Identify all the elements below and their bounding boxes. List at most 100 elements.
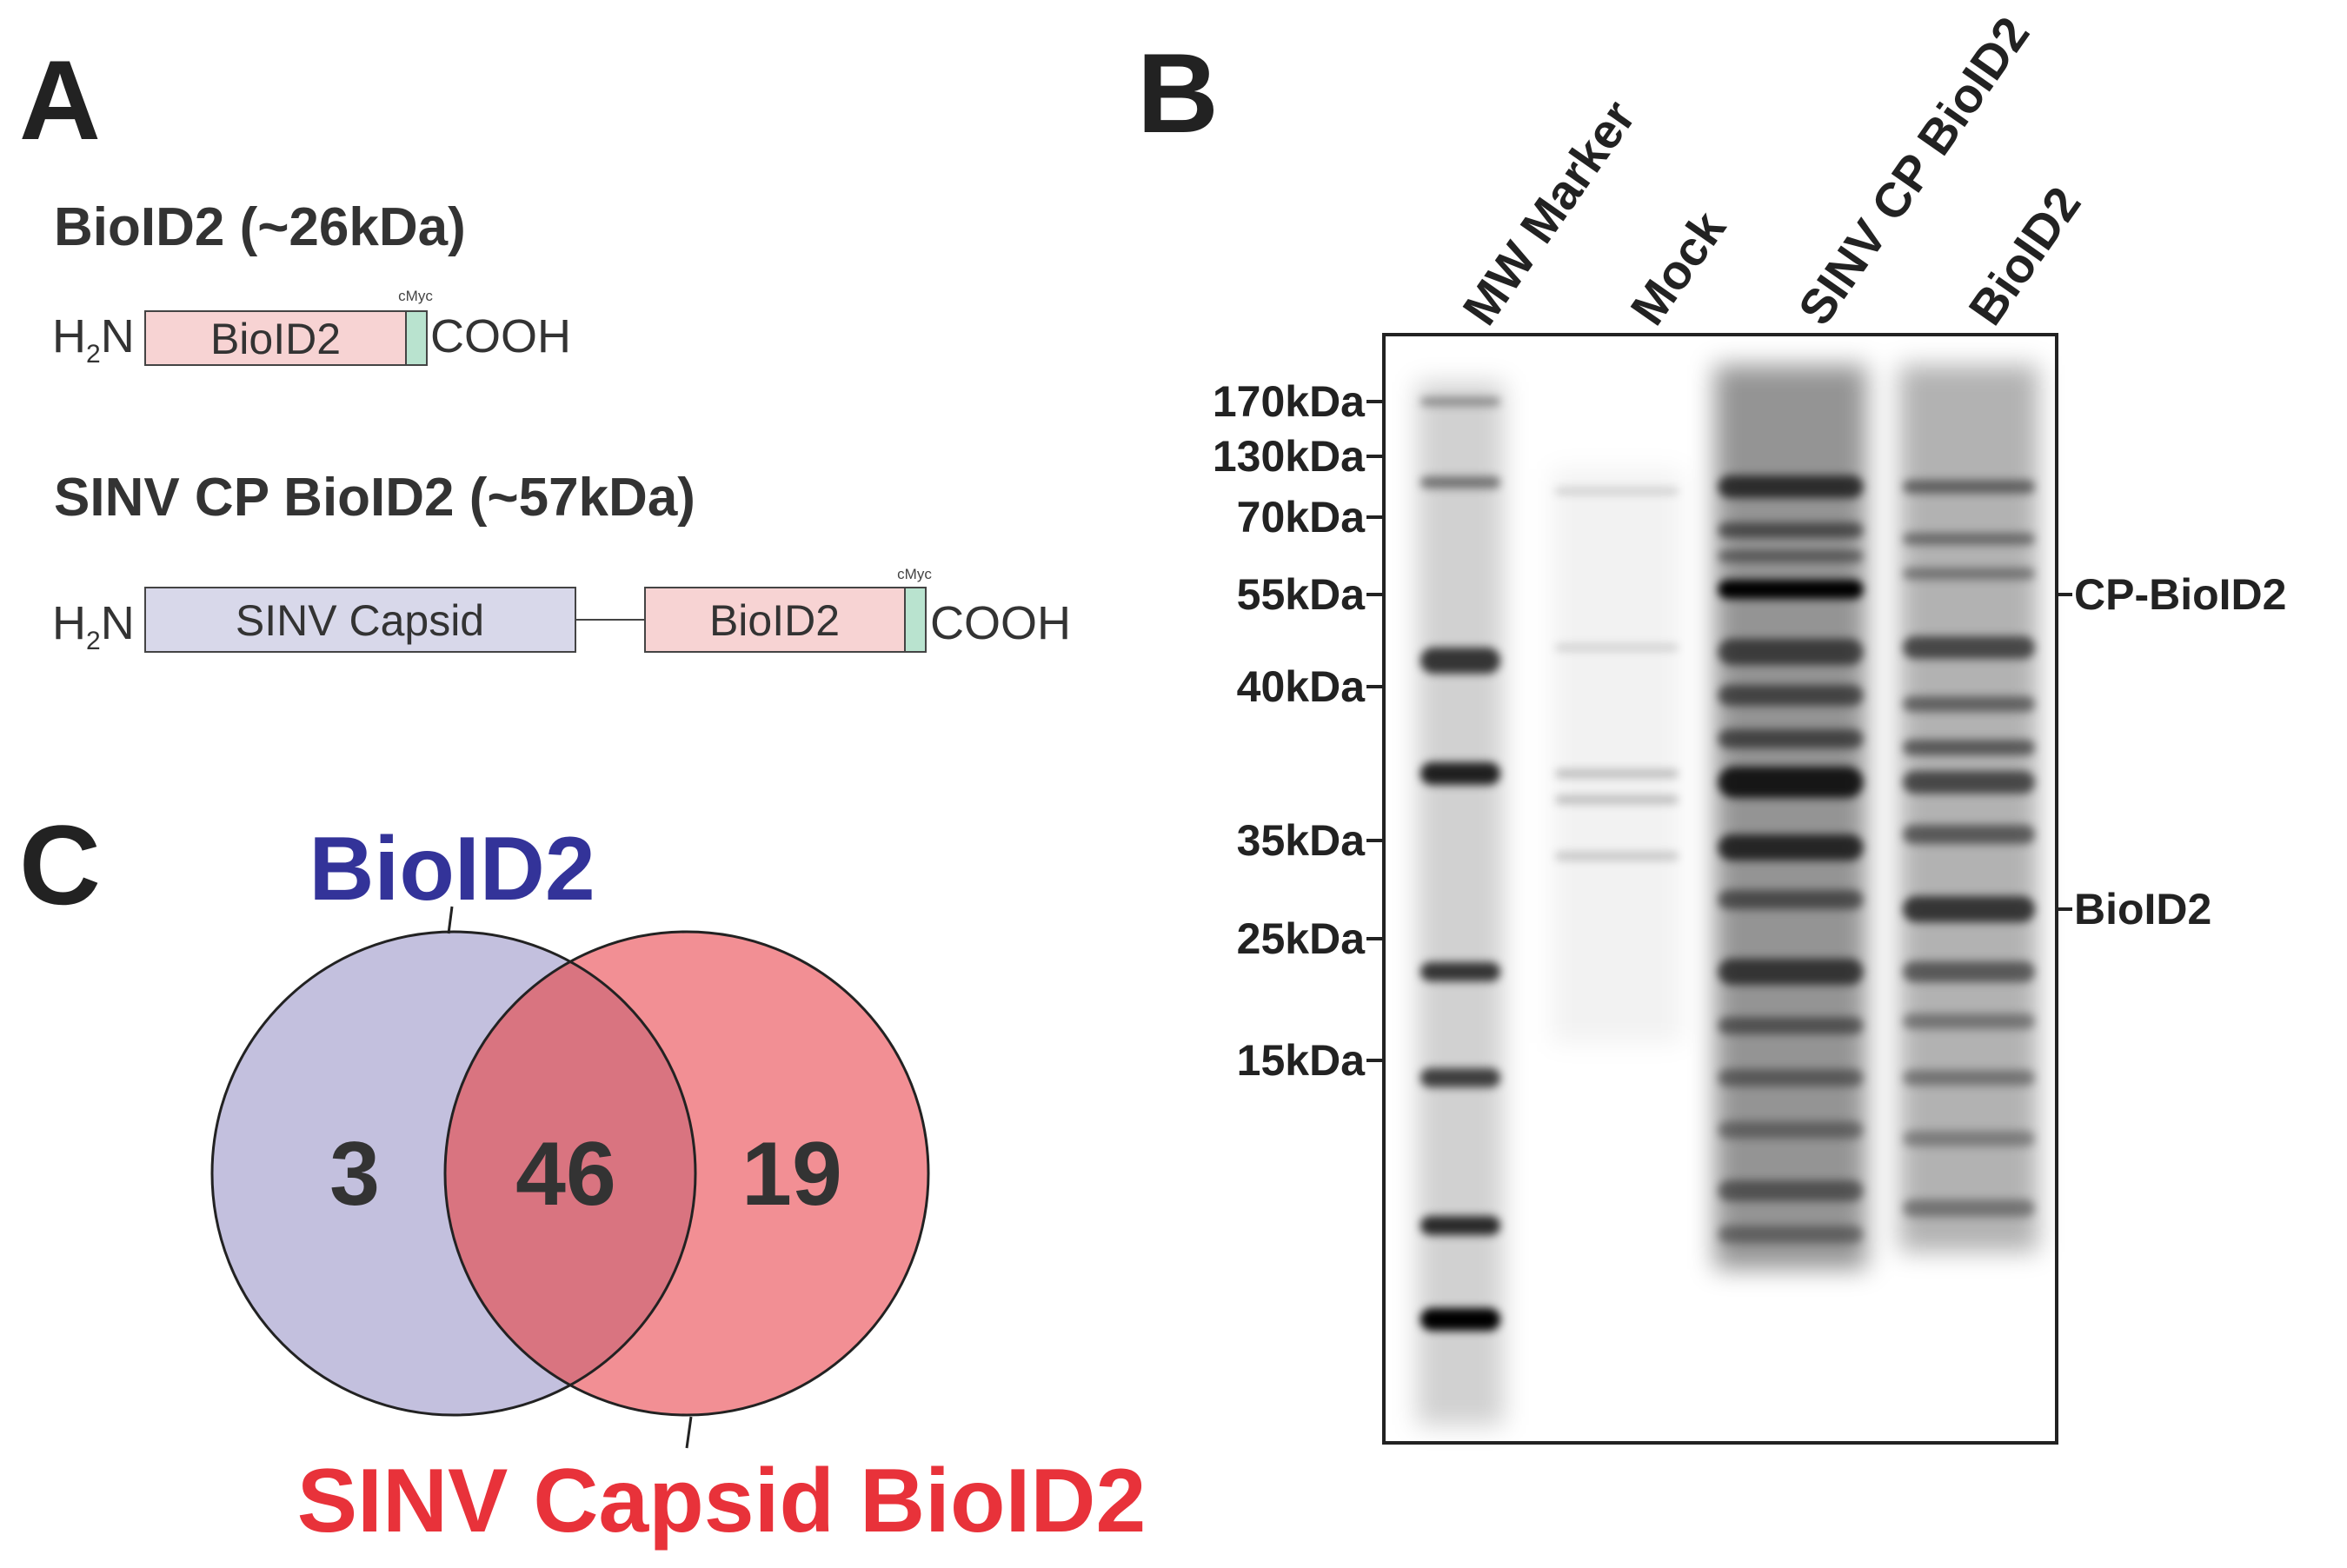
lane-smear-mock xyxy=(1552,469,1682,1043)
venn-diagram: 3 46 19 BioID2 SINV Capsid BioID2 xyxy=(210,819,1147,1551)
mw-label-40kda: 40kDa xyxy=(1237,662,1366,711)
sinv-capsid-domain-box xyxy=(144,587,576,653)
blot-band-bioid2 xyxy=(1903,1131,2035,1146)
blot-band-sinv-cp-bioid2 xyxy=(1718,475,1864,498)
venn-label-leader xyxy=(447,906,454,934)
blot-frame xyxy=(1382,333,2058,1445)
venn-circle-sinv-capsid-bioid2-outline xyxy=(443,930,930,1417)
venn-label-leader xyxy=(685,1416,693,1449)
mw-label-15kda: 15kDa xyxy=(1237,1036,1366,1085)
sinv-capsid-domain-label: SINV Capsid xyxy=(236,596,484,645)
blot-band-bioid2 xyxy=(1903,1013,2035,1029)
cmyc-tag-box xyxy=(405,310,428,366)
blot-band-bioid2 xyxy=(1903,533,2035,545)
venn-circle-bioid2-outline xyxy=(210,930,697,1417)
blot-band-sinv-cp-bioid2 xyxy=(1718,1226,1864,1243)
bioid2-domain-box xyxy=(144,310,407,366)
blot-band-mw-marker xyxy=(1420,1216,1500,1235)
blot-band-mock xyxy=(1555,795,1679,804)
blot-band-sinv-cp-bioid2 xyxy=(1718,1017,1864,1034)
venn-count-bioid2-only: 3 xyxy=(329,1124,380,1225)
venn-count-sinv-capsid-bioid2-only: 19 xyxy=(741,1124,842,1225)
construct-bioid2: BioID2 (~26kDa) H2N BioID2 cMyc COOH xyxy=(52,197,571,369)
panel-a-letter: A xyxy=(19,37,101,163)
construct-sinv-cp-bioid2: SINV CP BioID2 (~57kDa) H2N SINV Capsid … xyxy=(52,468,1071,655)
band-label-bioid2: BioID2 xyxy=(2074,885,2211,933)
blot-band-mock xyxy=(1555,769,1679,778)
blot-band-bioid2 xyxy=(1903,740,2035,755)
blot-band-sinv-cp-bioid2 xyxy=(1718,1069,1864,1086)
mw-label-70kda: 70kDa xyxy=(1237,493,1366,541)
blot-band-bioid2 xyxy=(1903,1199,2035,1217)
blot-band-mock xyxy=(1555,644,1679,651)
blot-band-mw-marker xyxy=(1420,397,1500,406)
venn-overlap-region xyxy=(445,932,695,1415)
blot-band-mw-marker xyxy=(1420,1308,1500,1331)
blot-band-mw-marker xyxy=(1420,762,1500,785)
c-terminus-label: COOH xyxy=(930,597,1071,649)
lane-label-mw-marker: MW Marker xyxy=(1452,90,1646,335)
venn-label-bioid2: BioID2 xyxy=(309,819,595,920)
blot-band-sinv-cp-bioid2 xyxy=(1718,834,1864,860)
blot-band-sinv-cp-bioid2 xyxy=(1718,522,1864,538)
lane-smear-mw-marker xyxy=(1417,382,1504,1425)
blot-band-mock xyxy=(1555,488,1679,495)
blot-band-sinv-cp-bioid2 xyxy=(1718,550,1864,562)
mw-label-35kda: 35kDa xyxy=(1237,816,1366,865)
blot-band-bioid2 xyxy=(1903,568,2035,580)
band-annotations: CP-BioID2 BioID2 xyxy=(2057,570,2286,933)
blot-band-mw-marker xyxy=(1420,962,1500,981)
blot-band-sinv-cp-bioid2 xyxy=(1718,890,1864,909)
panel-c: C 3 46 19 BioID2 SINV Capsid BioID2 xyxy=(19,801,1146,1551)
construct-bioid2-title: BioID2 (~26kDa) xyxy=(54,197,466,257)
lane-label-bioid2: BioID2 xyxy=(1958,176,2091,334)
blot-band-bioid2 xyxy=(1903,480,2035,494)
n-terminus-label: H2N xyxy=(52,597,135,655)
blot-band-bioid2 xyxy=(1903,636,2035,659)
blot-band-bioid2 xyxy=(1903,825,2035,844)
blot-band-mock xyxy=(1555,852,1679,860)
blot-band-sinv-cp-bioid2 xyxy=(1718,639,1864,665)
n-terminus-label: H2N xyxy=(52,310,135,369)
blot-band-mw-marker xyxy=(1420,1068,1500,1087)
cmyc-tag-box xyxy=(904,587,927,653)
blot-band-sinv-cp-bioid2 xyxy=(1718,729,1864,748)
blot-band-sinv-cp-bioid2 xyxy=(1718,767,1864,798)
lane-label-mock: Mock xyxy=(1619,201,1736,335)
mw-label-25kda: 25kDa xyxy=(1237,914,1366,963)
blot-band-sinv-cp-bioid2 xyxy=(1718,1121,1864,1139)
blot-band-bioid2 xyxy=(1903,771,2035,794)
blot-band-bioid2 xyxy=(1903,696,2035,712)
mw-marker-scale: 170kDa 130kDa 70kDa 55kDa 40kDa 35kDa 25… xyxy=(1213,377,1384,1085)
panel-c-letter: C xyxy=(19,801,101,928)
lane-smear-bioid2 xyxy=(1899,365,2038,1252)
blot-band-bioid2 xyxy=(1903,1070,2035,1086)
mw-label-170kda: 170kDa xyxy=(1213,377,1366,426)
blot-band-bioid2 xyxy=(1903,961,2035,982)
mw-label-55kda: 55kDa xyxy=(1237,570,1366,619)
lane-smear-sinv-cp-bioid2 xyxy=(1714,365,1867,1269)
panel-b: B MW Marker Mock SINV CP BioID2 BioID2 1… xyxy=(1137,7,2286,1445)
blot-band-sinv-cp-bioid2 xyxy=(1718,1180,1864,1201)
band-label-cp-bioid2: CP-BioID2 xyxy=(2074,570,2286,619)
cmyc-tag-label: cMyc xyxy=(897,566,932,582)
bioid2-domain-label: BioID2 xyxy=(709,596,840,645)
bioid2-domain-box xyxy=(644,587,906,653)
mw-label-130kda: 130kDa xyxy=(1213,432,1366,481)
venn-count-overlap: 46 xyxy=(515,1124,616,1225)
blot-band-sinv-cp-bioid2 xyxy=(1718,685,1864,706)
construct-sinv-cp-bioid2-title: SINV CP BioID2 (~57kDa) xyxy=(54,468,695,528)
c-terminus-label: COOH xyxy=(430,310,571,362)
bioid2-domain-label: BioID2 xyxy=(210,315,341,363)
blot-band-mw-marker xyxy=(1420,476,1500,488)
cmyc-tag-label: cMyc xyxy=(398,288,433,304)
blot-band-sinv-cp-bioid2 xyxy=(1718,959,1864,985)
blot-band-bioid2 xyxy=(1903,896,2035,922)
blot-band-mw-marker xyxy=(1420,648,1500,674)
panel-b-letter: B xyxy=(1137,30,1219,156)
venn-label-sinv-capsid-bioid2: SINV Capsid BioID2 xyxy=(297,1451,1147,1551)
blot-band-sinv-cp-bioid2 xyxy=(1718,580,1864,599)
western-blot-image xyxy=(1382,333,2058,1445)
panel-a: A BioID2 (~26kDa) H2N BioID2 cMyc COOH S… xyxy=(19,37,1071,655)
